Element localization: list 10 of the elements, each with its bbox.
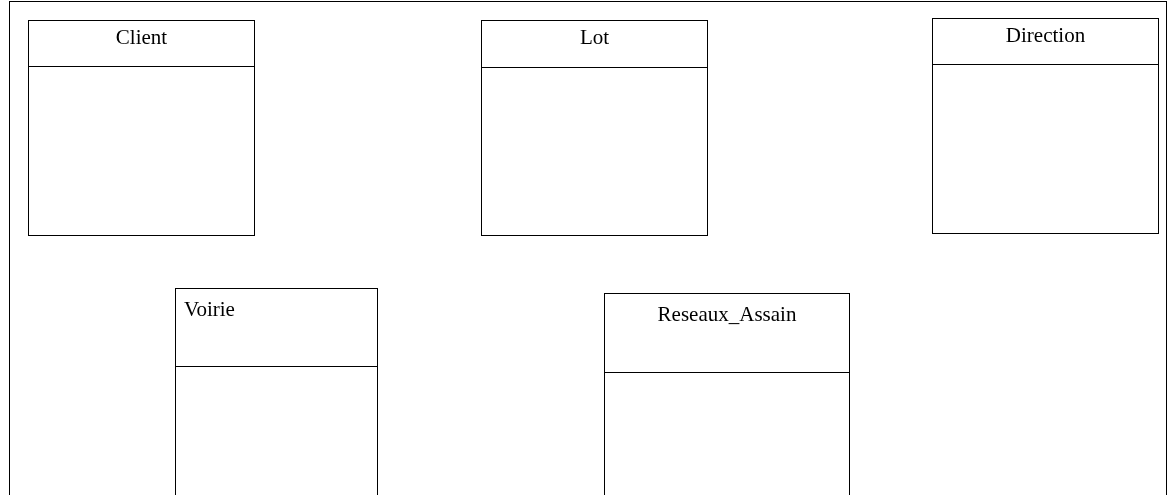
class-name: Lot [482, 21, 707, 68]
class-name: Reseaux_Assain [605, 294, 849, 373]
class-box [28, 20, 255, 236]
class-name: Voirie [176, 289, 377, 367]
class-box [481, 20, 708, 236]
class-box [604, 293, 850, 495]
class-box [932, 18, 1159, 234]
class-box [175, 288, 378, 495]
class-name: Client [29, 21, 254, 67]
class-name: Direction [933, 19, 1158, 65]
